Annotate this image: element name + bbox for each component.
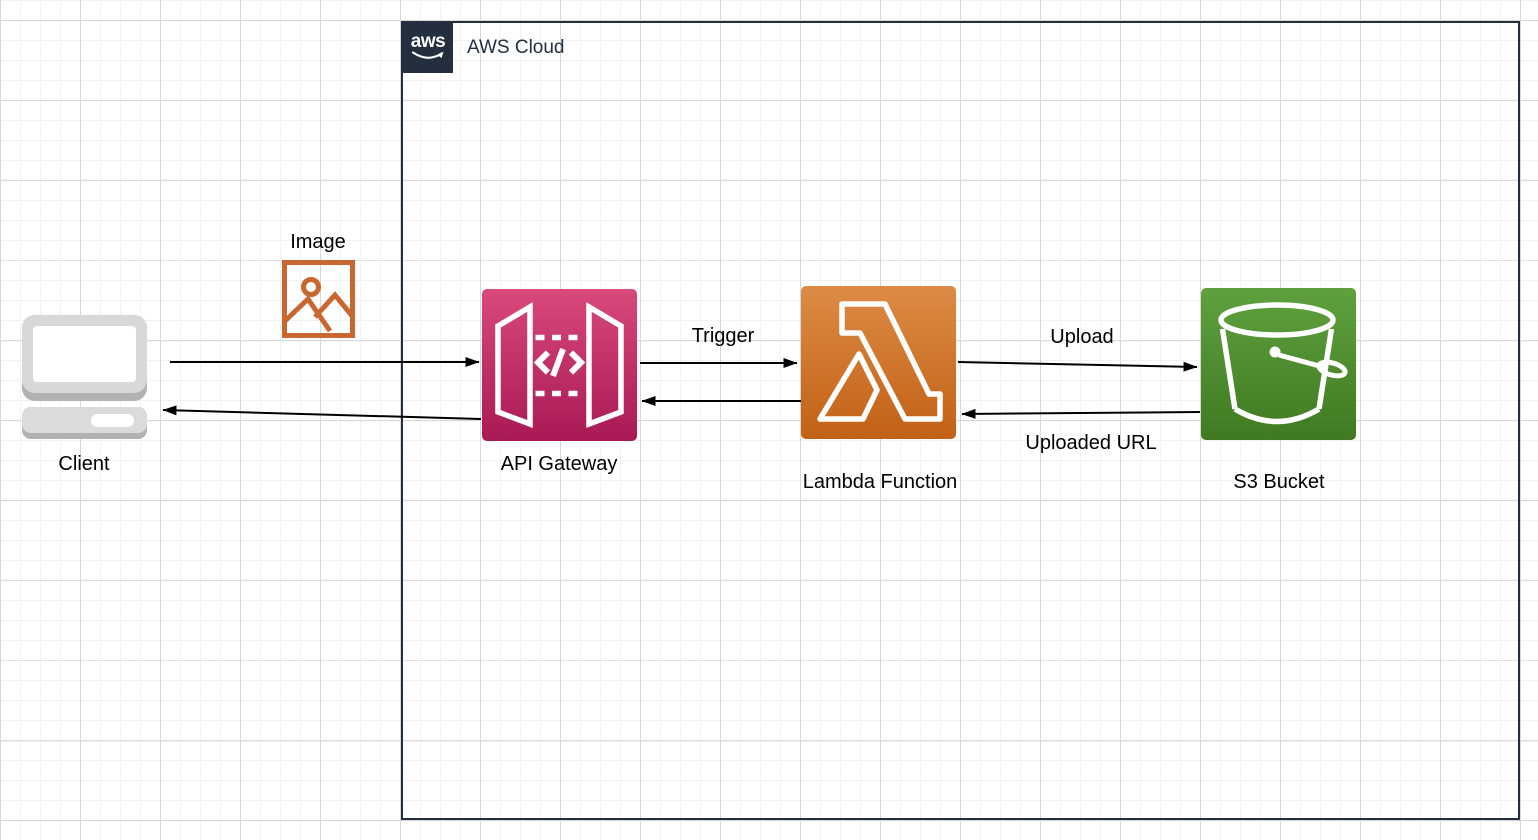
client-node[interactable] <box>22 315 147 439</box>
lambda-node[interactable] <box>801 286 956 439</box>
image-node[interactable] <box>282 260 355 338</box>
lambda-icon <box>817 301 943 422</box>
lambda-label: Lambda Function <box>802 471 958 493</box>
image-label: Image <box>290 231 346 253</box>
s3-bucket-label: S3 Bucket <box>1233 471 1325 493</box>
aws-logo-text: aws <box>410 31 446 52</box>
api-gateway-label: API Gateway <box>500 453 618 475</box>
edge-lambda-to-s3[interactable] <box>957 361 1198 372</box>
aws-logo-icon: aws <box>403 23 453 73</box>
edge-s3-to-lambda[interactable] <box>961 408 1201 419</box>
api-gateway-node[interactable] <box>482 289 637 441</box>
bucket-icon <box>1218 302 1348 425</box>
s3-bucket-node[interactable] <box>1201 288 1356 440</box>
client-label: Client <box>58 453 110 475</box>
computer-icon <box>22 315 147 439</box>
picture-icon <box>282 260 355 338</box>
upload-edge-label: Upload <box>1050 326 1114 348</box>
aws-cloud-label: AWS Cloud <box>467 37 565 58</box>
trigger-edge-label: Trigger <box>691 325 755 347</box>
api-gateway-icon <box>495 302 624 428</box>
edge-lines[interactable] <box>162 357 1201 420</box>
uploaded-url-edge-label: Uploaded URL <box>1025 432 1157 454</box>
edge-gateway-to-client[interactable] <box>162 405 482 420</box>
aws-cloud-group[interactable]: aws AWS Cloud <box>401 21 1520 820</box>
aws-smile-icon <box>411 51 444 59</box>
